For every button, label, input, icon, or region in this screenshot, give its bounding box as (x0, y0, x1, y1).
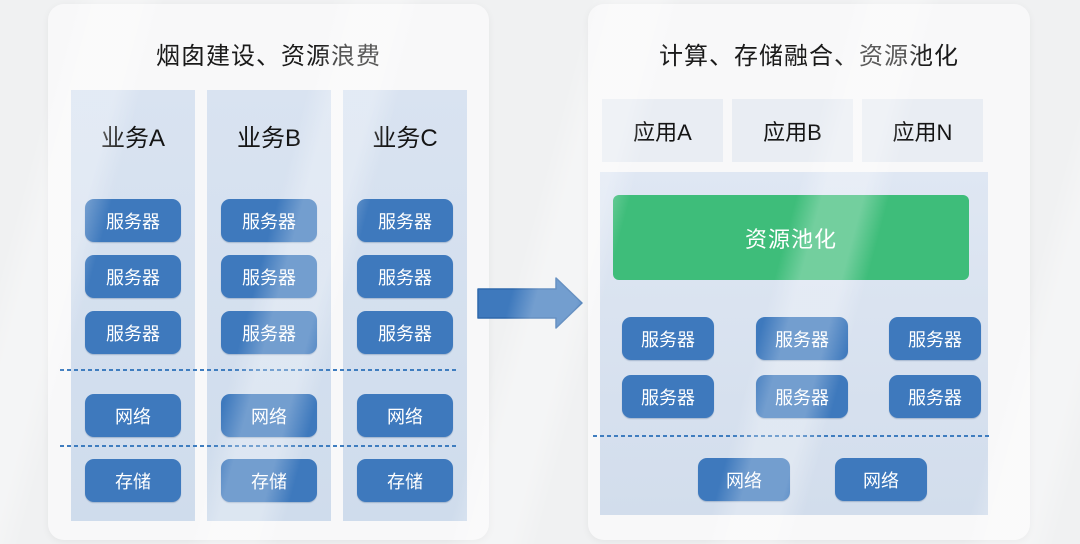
server-box: 服务器 (85, 199, 181, 242)
server-box: 服务器 (85, 311, 181, 354)
business-a-column: 业务A 服务器 服务器 服务器 网络 存储 (71, 90, 195, 521)
right-panel-pooled-architecture: 计算、存储融合、资源池化 应用A 应用B 应用N 资源池化 服务器 服务器 服务… (588, 4, 1030, 540)
app-b-box: 应用B (732, 99, 853, 162)
server-box: 服务器 (85, 255, 181, 298)
right-arrow-icon (477, 277, 583, 329)
server-box: 服务器 (221, 311, 317, 354)
business-b-column: 业务B 服务器 服务器 服务器 网络 存储 (207, 90, 331, 521)
server-box: 服务器 (889, 375, 981, 418)
network-box: 网络 (221, 394, 317, 437)
business-c-column: 业务C 服务器 服务器 服务器 网络 存储 (343, 90, 467, 521)
server-box: 服务器 (756, 375, 848, 418)
network-box: 网络 (698, 458, 790, 501)
network-box: 网络 (835, 458, 927, 501)
app-n-box: 应用N (862, 99, 983, 162)
storage-layer-divider-line (60, 445, 458, 447)
network-layer-divider-line (593, 435, 991, 437)
storage-box: 存储 (221, 459, 317, 502)
business-a-header: 业务A (100, 125, 165, 152)
server-box: 服务器 (221, 255, 317, 298)
server-box: 服务器 (622, 317, 714, 360)
app-a-box: 应用A (602, 99, 723, 162)
server-box: 服务器 (622, 375, 714, 418)
business-b-header: 业务B (236, 125, 301, 152)
storage-box: 存储 (357, 459, 453, 502)
resource-pooling-banner: 资源池化 (613, 195, 969, 280)
left-panel-silo-architecture: 烟囱建设、资源浪费 业务A 服务器 服务器 服务器 网络 存储 业务B 服务器 … (48, 4, 489, 540)
right-panel-title: 计算、存储融合、资源池化 (659, 43, 959, 70)
network-box: 网络 (357, 394, 453, 437)
left-panel-title: 烟囱建设、资源浪费 (156, 43, 381, 70)
server-box: 服务器 (889, 317, 981, 360)
server-box: 服务器 (357, 311, 453, 354)
network-box: 网络 (85, 394, 181, 437)
network-layer-divider-line (60, 369, 458, 371)
server-box: 服务器 (221, 199, 317, 242)
business-c-header: 业务C (372, 125, 438, 152)
server-box: 服务器 (357, 199, 453, 242)
server-box: 服务器 (756, 317, 848, 360)
storage-box: 存储 (85, 459, 181, 502)
resource-pool-container: 资源池化 服务器 服务器 服务器 服务器 服务器 服务器 (600, 172, 988, 515)
server-box: 服务器 (357, 255, 453, 298)
